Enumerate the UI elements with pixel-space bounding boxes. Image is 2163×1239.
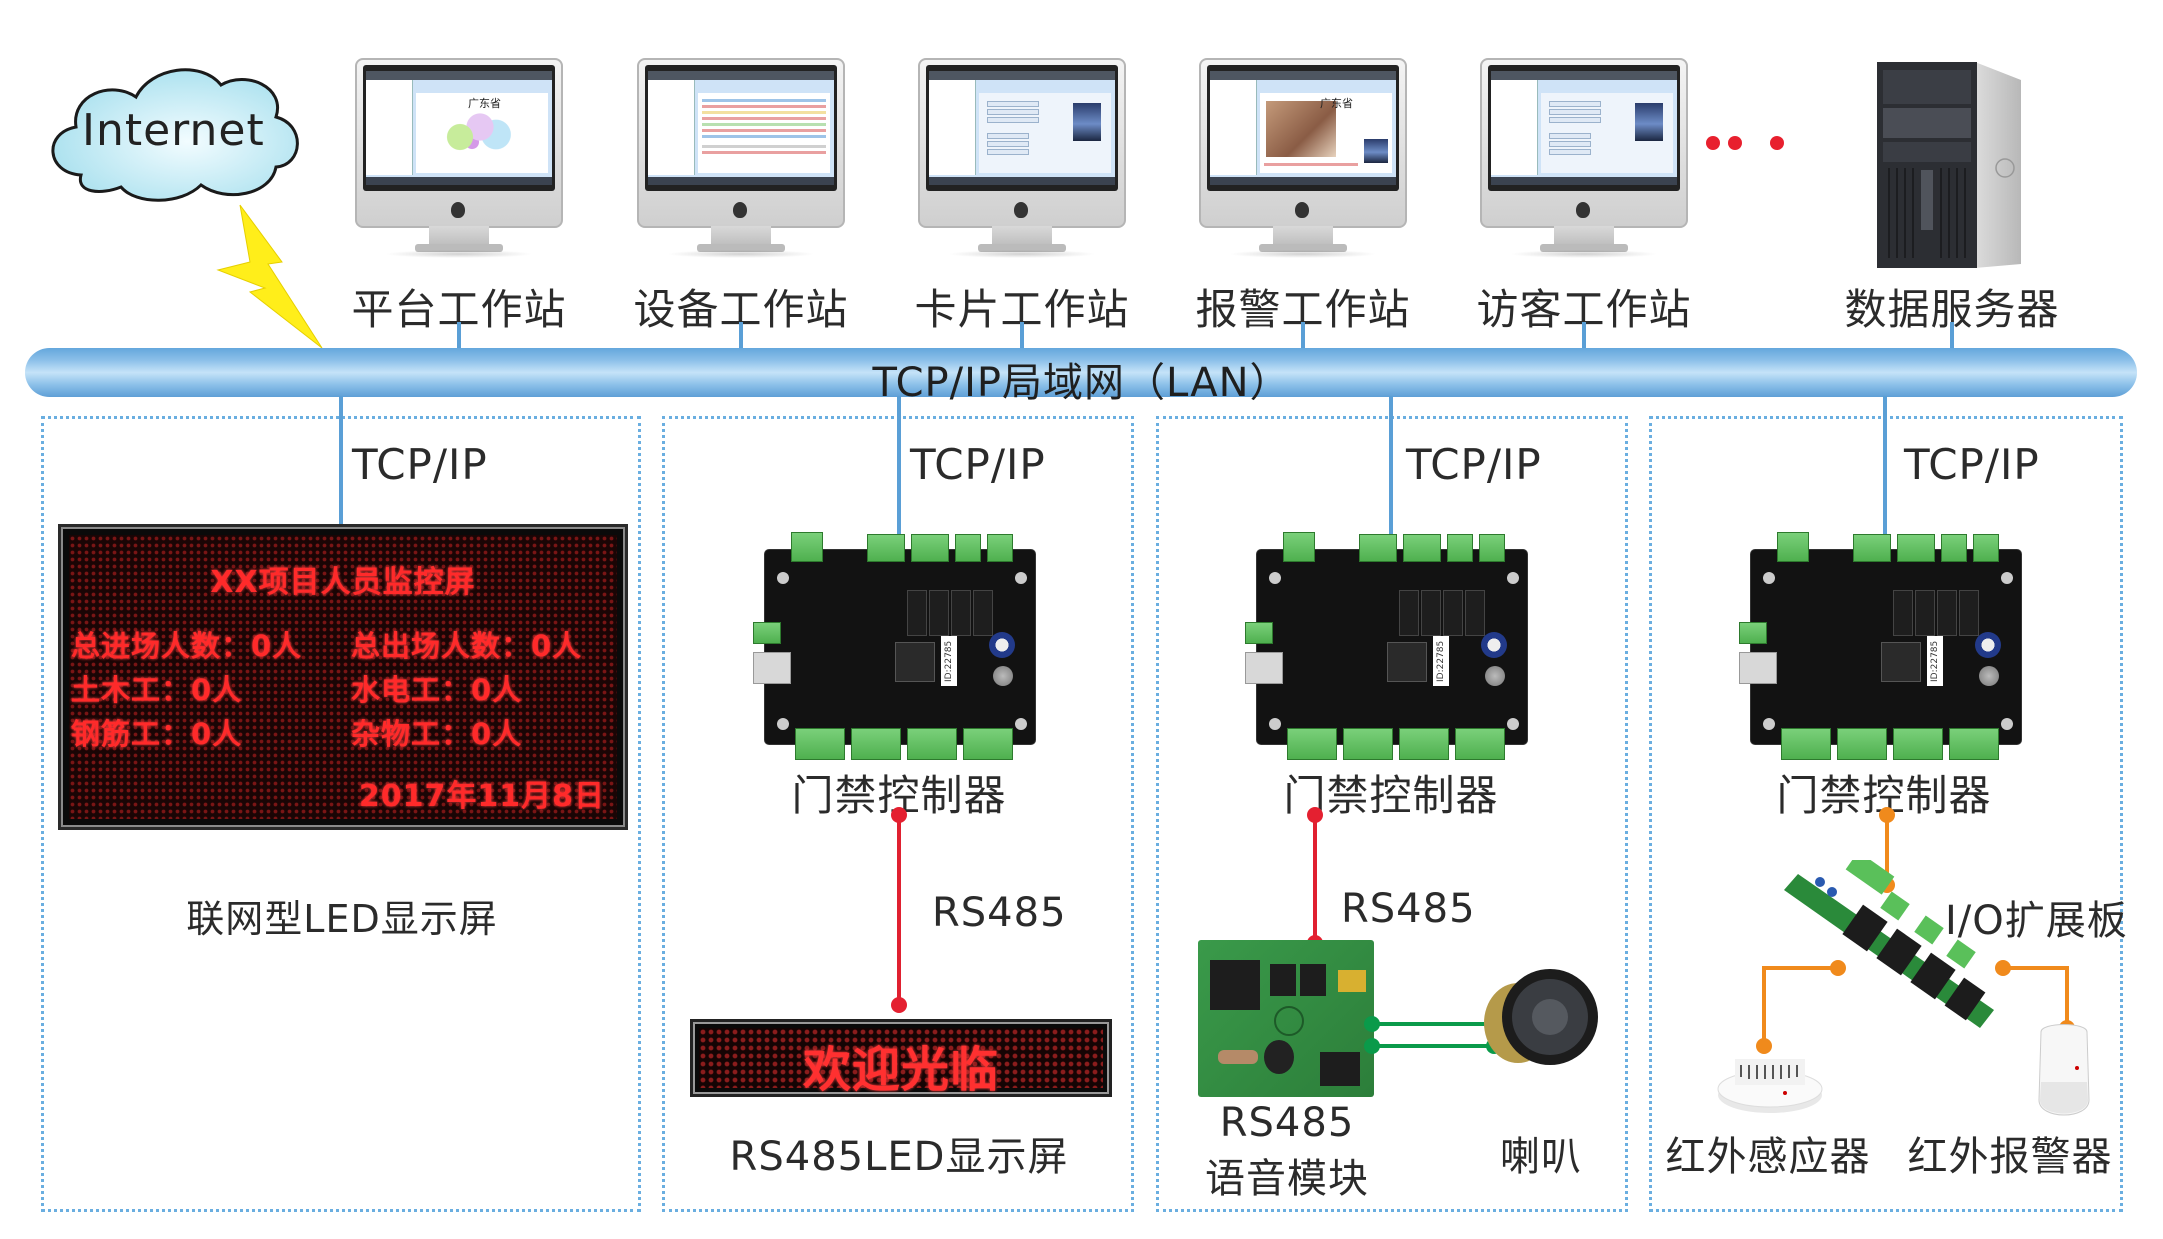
controller-id: ID:22785	[941, 636, 957, 686]
rs485-label: RS485	[1341, 886, 1476, 932]
led-row: 钢筋工：0人	[71, 717, 243, 751]
voice-module-label: 语音模块	[1205, 1156, 1369, 1202]
access-controller: ID:22785	[1245, 532, 1533, 764]
sensor-label: 红外感应器	[1665, 1134, 1871, 1180]
connector-dot	[1364, 1038, 1380, 1054]
led-row: 土木工：0人	[71, 673, 243, 707]
internet-label: Internet	[82, 105, 265, 156]
lan-label: TCP/IP局域网（LAN）	[872, 360, 1291, 406]
connector	[457, 322, 461, 350]
connector-dot	[891, 997, 907, 1013]
connector	[1301, 322, 1305, 350]
person-photo	[1635, 103, 1663, 141]
map-title: 广东省	[468, 97, 501, 110]
io-line	[1762, 966, 1838, 970]
io-line	[1762, 966, 1766, 1044]
apple-logo-icon	[451, 202, 465, 218]
connector-dot	[1364, 1016, 1380, 1032]
led-title: XX项目人员监控屏	[210, 565, 476, 600]
apple-logo-icon	[733, 202, 747, 218]
led-date: 2017年11月8日	[358, 779, 605, 814]
speaker-label: 喇叭	[1500, 1134, 1582, 1180]
monitor-screen: 广东省	[1207, 65, 1399, 191]
connector-dot	[1830, 960, 1846, 976]
alarm-label: 红外报警器	[1907, 1134, 2113, 1180]
network-led-display: XX项目人员监控屏 总进场人数：0人 总出场人数：0人 土木工：0人 水电工：0…	[58, 524, 628, 830]
connector-dot	[891, 807, 907, 823]
audio-line	[1372, 1022, 1494, 1026]
led-welcome-text: 欢迎光临	[802, 1042, 999, 1098]
monitor-screen	[926, 65, 1118, 191]
voice-module-board	[1198, 940, 1374, 1097]
apple-logo-icon	[1576, 202, 1590, 218]
workstation-alarm[interactable]: 广东省	[1199, 58, 1407, 258]
connector-dot	[1307, 807, 1323, 823]
tcpip-label: TCP/IP	[910, 440, 1046, 489]
internet-cloud	[51, 68, 299, 202]
apple-logo-icon	[1014, 202, 1028, 218]
io-expansion-board	[1784, 860, 1994, 1028]
tcpip-link	[1883, 396, 1887, 536]
tcpip-link	[897, 396, 901, 536]
data-server-icon	[1877, 62, 2021, 268]
connector	[1950, 322, 1954, 350]
led-row: 总进场人数：0人	[71, 629, 303, 663]
rs485-label: RS485	[932, 890, 1067, 936]
led-row: 水电工：0人	[351, 673, 523, 707]
connector	[1020, 322, 1024, 350]
controller-id: ID:22785	[1927, 636, 1943, 686]
controller-id: ID:22785	[1433, 636, 1449, 686]
workstation-device[interactable]	[637, 58, 845, 258]
connector-dot	[1756, 1038, 1772, 1054]
map-title: 广东省	[1320, 97, 1353, 110]
rs485-led-caption: RS485LED显示屏	[729, 1134, 1069, 1180]
workstation-card[interactable]	[918, 58, 1126, 258]
io-board-label: I/O扩展板	[1945, 898, 2128, 944]
monitor-screen	[645, 65, 837, 191]
tcpip-label: TCP/IP	[1904, 440, 2040, 489]
workstation-visitor[interactable]	[1480, 58, 1688, 258]
connector	[739, 322, 743, 350]
connector-dot	[1879, 807, 1895, 823]
wireless-link-lightning-icon	[216, 204, 323, 349]
io-line	[2065, 966, 2069, 1026]
floorplan	[1266, 101, 1336, 157]
connector	[1582, 322, 1586, 350]
infrared-alarm-icon	[2038, 1024, 2090, 1116]
infrared-sensor-icon	[1717, 1059, 1823, 1113]
access-controller: ID:22785	[1739, 532, 2027, 764]
monitor-screen	[1488, 65, 1680, 191]
person-photo	[1073, 103, 1101, 141]
led-row: 总出场人数：0人	[351, 629, 583, 663]
tcpip-link	[339, 396, 343, 524]
workstation-platform[interactable]: 广东省	[355, 58, 563, 258]
apple-logo-icon	[1295, 202, 1309, 218]
rs485-line	[1313, 815, 1317, 945]
io-line	[2003, 966, 2067, 970]
rs485-line	[897, 815, 901, 1005]
led-row: 杂物工：0人	[351, 717, 523, 751]
io-line	[1885, 815, 1889, 885]
guangdong-map	[436, 107, 516, 157]
tcpip-label: TCP/IP	[352, 440, 488, 489]
speaker-icon	[1484, 969, 1598, 1065]
rs485-led-display: 欢迎光临	[690, 1019, 1112, 1098]
voice-module-label: RS485	[1219, 1100, 1355, 1146]
led-display-caption: 联网型LED显示屏	[186, 897, 498, 941]
tcpip-label: TCP/IP	[1406, 440, 1542, 489]
connector-dot	[1995, 960, 2011, 976]
access-controller: ID:22785	[753, 532, 1041, 764]
audio-line	[1372, 1044, 1494, 1048]
monitor-screen: 广东省	[363, 65, 555, 191]
tcpip-link	[1389, 396, 1393, 536]
lan-bus	[25, 348, 2137, 397]
